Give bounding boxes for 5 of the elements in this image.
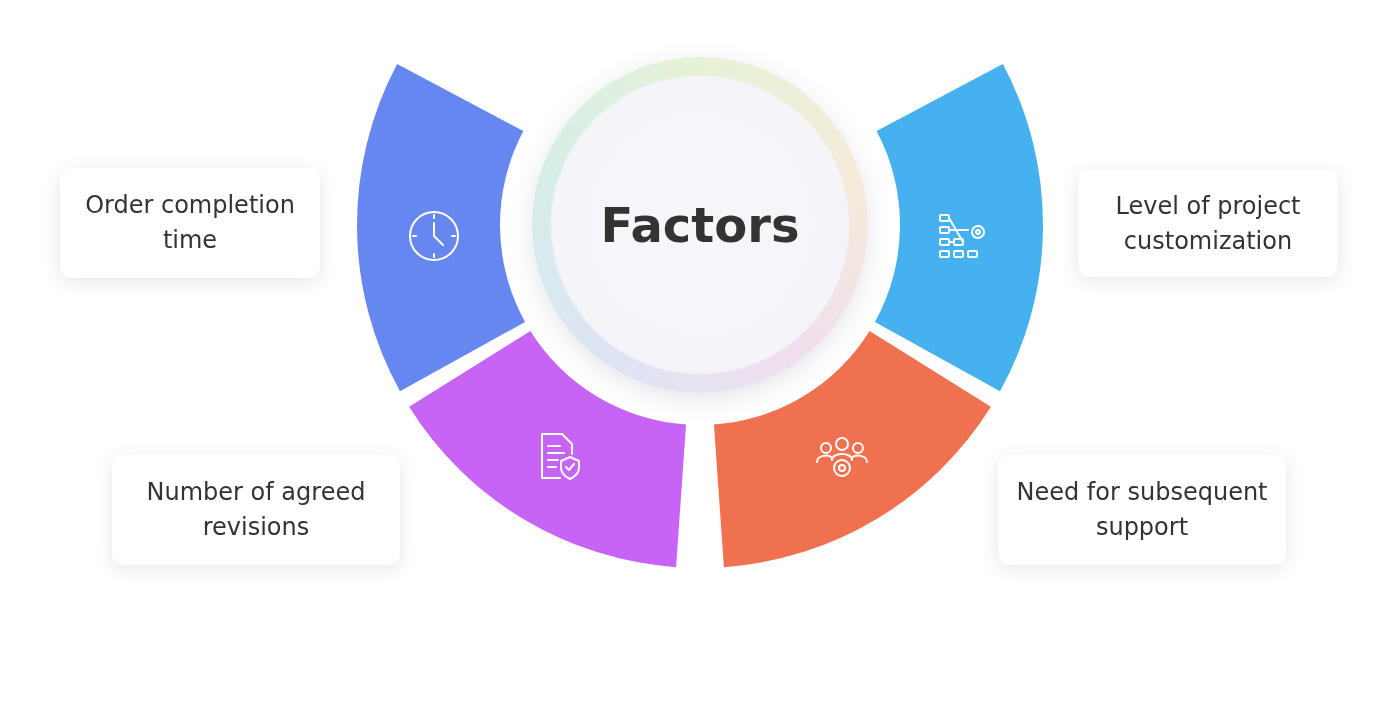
- text-card: Level of project customization: [1078, 170, 1338, 277]
- text-card: Number of agreed revisions: [112, 455, 400, 565]
- text-card: Order completion time: [60, 168, 320, 278]
- text-card: Need for subsequent support: [998, 455, 1286, 565]
- center-circle: Factors: [532, 57, 868, 393]
